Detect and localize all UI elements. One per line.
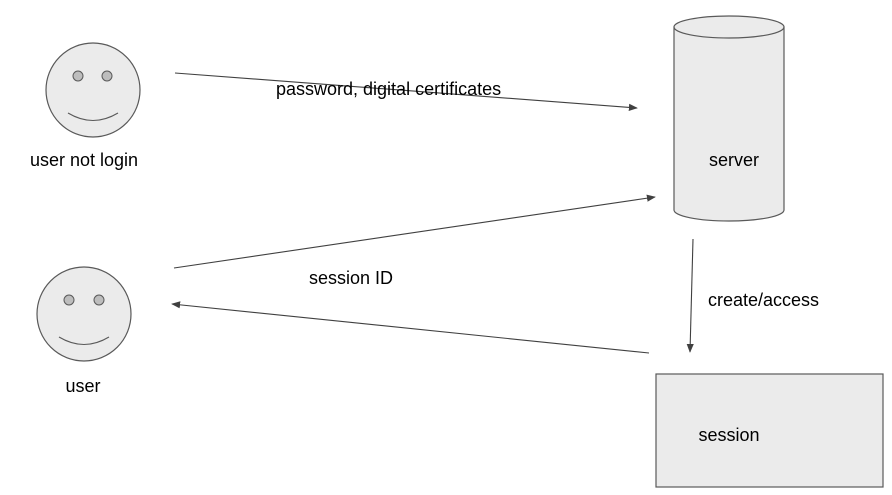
user-not-login-actor: user not login [30, 42, 141, 170]
credentials-label: password, digital certificates [276, 79, 501, 99]
create-access-label: create/access [708, 290, 819, 310]
left-eye [63, 294, 75, 306]
smile [67, 112, 119, 122]
server-label: server [709, 150, 759, 170]
session-label: session [698, 425, 759, 445]
request-to-server-arrow [173, 194, 656, 269]
user-not-login-label: user not login [30, 150, 138, 170]
server-cylinder-body [673, 15, 785, 222]
session-id-arrow [171, 301, 650, 354]
smiley-face-icon [45, 42, 141, 138]
user-actor: user [36, 266, 132, 396]
server-node: server [673, 15, 785, 222]
session-id-label: session ID [309, 268, 393, 288]
smile [58, 336, 110, 346]
create-access-arrow [686, 238, 694, 353]
left-eye [72, 70, 84, 82]
session-node: session [655, 373, 884, 488]
credentials-arrow [174, 72, 638, 111]
right-eye [93, 294, 105, 306]
server-cylinder-rim [673, 26, 785, 39]
user-label: user [65, 376, 100, 396]
smiley-face-icon [36, 266, 132, 362]
session-box [655, 373, 884, 488]
right-eye [101, 70, 113, 82]
